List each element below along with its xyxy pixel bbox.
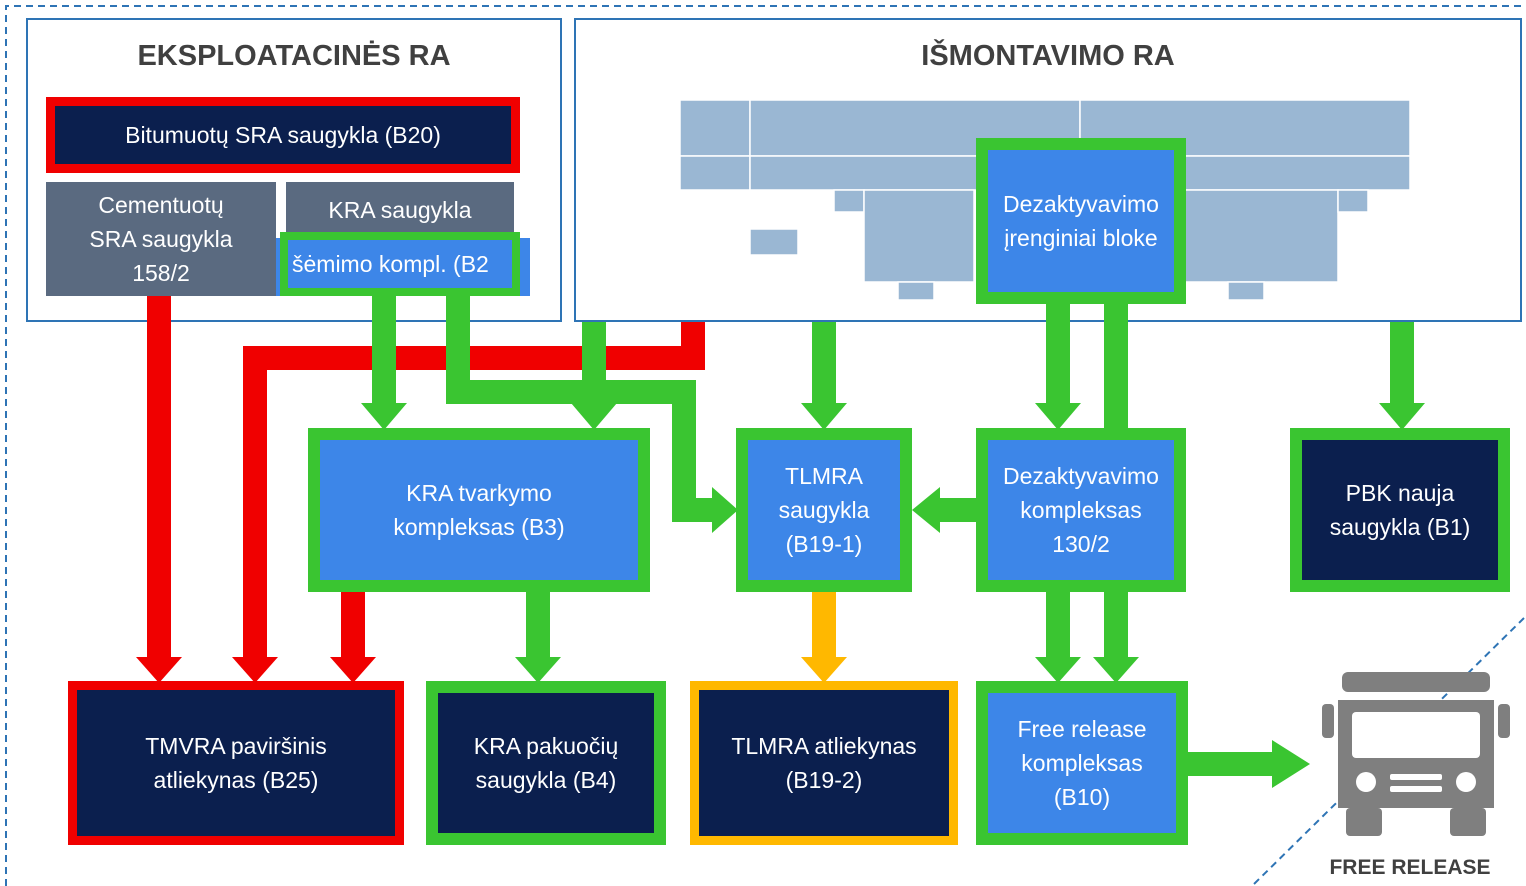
arrowhead-green-dismantling-b3 xyxy=(571,403,617,430)
operational-panel-title: EKSPLOATACINĖS RA xyxy=(137,40,451,72)
arrowhead-orange-b19-1-b19-2 xyxy=(801,657,847,683)
arrowhead-red-cemented-b25 xyxy=(136,657,182,683)
arrowhead-green-b3-b4 xyxy=(515,657,561,683)
arrow-green-130-b10-right xyxy=(1104,590,1128,660)
arrowhead-green-b10-free-release xyxy=(1272,740,1310,788)
arrow-green-decon-units-130-right xyxy=(1104,302,1128,430)
node-b1: PBK nauja saugykla (B1) xyxy=(1290,428,1510,592)
node-extraction-complex: šėmimo kompl. (B2 xyxy=(280,232,520,296)
arrow-green-extraction-b19-h2 xyxy=(672,498,716,522)
free-release-boundary xyxy=(1251,617,1525,886)
arrowhead-green-dismantling-b1 xyxy=(1379,403,1425,430)
node-decon-units: Dezaktyvavimo įrenginiai bloke xyxy=(976,138,1186,304)
arrow-green-130-b10-left xyxy=(1046,590,1070,660)
arrow-green-dismantling-b19 xyxy=(812,322,836,406)
node-b3: KRA tvarkymo kompleksas (B3) xyxy=(308,428,650,592)
arrow-red-loop-h xyxy=(243,346,705,370)
arrow-green-dismantling-b1 xyxy=(1390,322,1414,406)
arrow-red-loop-v2 xyxy=(243,346,267,660)
node-b19-2: TLMRA atliekynas (B19-2) xyxy=(690,681,958,845)
node-b4: KRA pakuočių saugykla (B4) xyxy=(426,681,666,845)
arrowhead-green-dismantling-b19 xyxy=(801,403,847,430)
arrow-green-decon-units-130-left xyxy=(1046,302,1070,406)
arrow-orange-b19-1-b19-2 xyxy=(812,590,836,660)
node-b19-1: TLMRA saugykla (B19-1) xyxy=(736,428,912,592)
red-flows xyxy=(136,296,705,683)
arrowhead-green-130-b10-right xyxy=(1093,657,1139,683)
arrow-green-130-b19 xyxy=(936,498,982,522)
node-decon-130-2: Dezaktyvavimo kompleksas 130/2 xyxy=(976,428,1186,592)
outer-dashed-boundary xyxy=(5,5,1522,886)
arrowhead-green-130-b10-left xyxy=(1035,657,1081,683)
arrow-green-dismantling-b3 xyxy=(582,322,606,406)
arrowhead-green-decon-units-130 xyxy=(1035,403,1081,430)
node-b25: TMVRA paviršinis atliekynas (B25) xyxy=(68,681,404,845)
node-cemented-storage: Cementuotų SRA saugykla 158/2 xyxy=(46,182,276,296)
arrowhead-green-130-b19 xyxy=(912,487,940,533)
arrow-red-cemented-b25 xyxy=(147,296,171,660)
arrowhead-green-extraction-b19 xyxy=(712,487,738,533)
orange-flows xyxy=(801,590,847,683)
arrow-green-b10-free-release xyxy=(1186,752,1276,776)
green-flows xyxy=(361,296,1425,788)
node-b20: Bitumuotų SRA saugykla (B20) xyxy=(46,97,520,173)
dismantling-panel-title: IŠMONTAVIMO RA xyxy=(921,40,1175,72)
arrow-red-b3-b25 xyxy=(341,590,365,660)
arrow-green-extraction-b19-h1 xyxy=(446,380,696,404)
arrow-green-b3-b4 xyxy=(526,590,550,660)
node-kra-storage: KRA saugykla xyxy=(286,182,514,238)
node-b10: Free release kompleksas (B10) xyxy=(976,681,1188,845)
arrowhead-red-loop-b25 xyxy=(232,657,278,683)
arrowhead-red-b3-b25 xyxy=(330,657,376,683)
arrowhead-green-extraction-b3 xyxy=(361,403,407,430)
free-release-label: FREE RELEASE xyxy=(1329,856,1491,879)
arrow-green-extraction-b3 xyxy=(372,296,396,406)
